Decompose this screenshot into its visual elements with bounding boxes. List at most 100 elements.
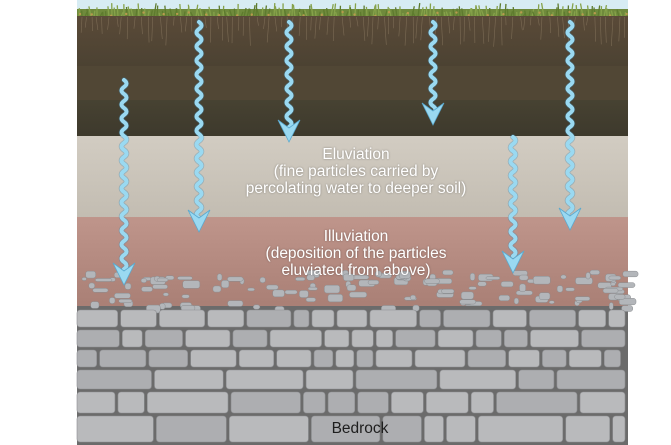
bedrock-stone: [530, 329, 579, 348]
grass-seed: [90, 13, 93, 16]
grass-blade: [135, 8, 138, 18]
root-strand: [180, 16, 183, 33]
pebble: [441, 288, 455, 294]
bedrock-stone: [565, 415, 610, 443]
pebble: [608, 275, 622, 281]
pebble: [90, 301, 100, 309]
eluviation-label: Eluviation (fine particles carried by pe…: [196, 146, 516, 197]
pebble: [410, 294, 417, 301]
root-strand: [151, 16, 153, 42]
root-strand: [349, 16, 351, 28]
water-arrow: [277, 19, 301, 143]
root-strand: [523, 16, 526, 30]
pebble: [614, 294, 626, 300]
grass-blade: [187, 4, 191, 18]
grass-seed: [568, 10, 571, 14]
root-strand: [326, 16, 329, 35]
grass-blade: [113, 7, 116, 18]
illuviation-title: Illuviation: [323, 228, 389, 245]
bedrock-stone: [156, 415, 227, 443]
grass-blade: [579, 3, 584, 18]
pebble: [460, 291, 474, 300]
bedrock-stone: [76, 349, 97, 368]
bedrock-stone: [76, 309, 118, 328]
bedrock-stone: [327, 391, 356, 414]
pebble: [519, 283, 526, 293]
grass-seed: [353, 13, 356, 16]
pebble: [621, 305, 633, 312]
grass-blade: [354, 3, 357, 18]
root-strand: [319, 16, 321, 30]
grass-blade: [537, 4, 540, 18]
pebble: [109, 297, 116, 304]
grass-blade: [540, 2, 545, 18]
bedrock-stones: [76, 309, 626, 443]
root-strand: [101, 16, 103, 34]
pebble: [162, 292, 169, 297]
root-strand: [493, 16, 496, 47]
pebble: [124, 282, 132, 290]
root-strand: [367, 16, 369, 37]
bedrock-stone: [382, 415, 422, 443]
water-arrow: [558, 19, 582, 231]
pebble: [485, 276, 501, 280]
root-strand: [226, 16, 229, 43]
grass-blade: [233, 8, 236, 18]
bedrock-stone: [120, 309, 157, 328]
bedrock-stone: [76, 369, 152, 390]
grass-blade: [156, 5, 159, 18]
pebble: [306, 274, 315, 281]
root-strand: [384, 16, 387, 45]
pebble: [618, 298, 637, 306]
root-strand: [95, 16, 99, 31]
bedrock-stone: [154, 369, 224, 390]
arrow-head: [112, 262, 136, 286]
pebble: [500, 281, 514, 288]
bedrock-stone: [305, 369, 354, 390]
bedrock-stone: [269, 329, 322, 348]
root-strand: [84, 16, 87, 28]
pebble: [327, 294, 344, 303]
bedrock-stone: [446, 415, 476, 443]
grass-seed: [267, 13, 270, 17]
grass-seed: [204, 13, 208, 16]
grass-seed: [581, 13, 584, 16]
grass-seed: [406, 11, 410, 15]
pebble: [324, 284, 341, 294]
bedrock-stone: [144, 329, 183, 348]
bedrock-stone: [351, 329, 374, 348]
pebble: [156, 277, 169, 282]
bedrock-stone: [117, 391, 145, 414]
eluviation-title: Eluviation: [322, 146, 390, 163]
bedrock-stone: [612, 415, 626, 443]
root-strand: [488, 16, 490, 42]
root-strand: [452, 16, 455, 31]
grass-blade: [365, 6, 368, 18]
grass-blade: [278, 7, 281, 18]
grass-seed: [187, 11, 190, 14]
pebble: [307, 286, 318, 291]
bedrock-stone: [369, 309, 417, 328]
bedrock-stone: [496, 391, 578, 414]
pebble: [585, 272, 591, 280]
root-strand: [420, 16, 423, 41]
bedrock-stone: [230, 391, 301, 414]
grass-blade: [137, 3, 140, 18]
root-strand: [557, 16, 560, 37]
bedrock-stone: [478, 415, 564, 443]
arrow-head: [501, 250, 525, 274]
bedrock-stone: [518, 369, 555, 390]
water-arrow: [421, 19, 445, 126]
pebble: [299, 290, 309, 298]
bedrock-stone: [99, 349, 147, 368]
bedrock-stone: [439, 369, 516, 390]
root-strand: [594, 16, 596, 42]
bedrock-stone: [579, 391, 626, 414]
pebble: [88, 282, 96, 289]
bedrock-stone: [357, 391, 389, 414]
pebble: [343, 273, 355, 282]
pebble: [259, 277, 266, 283]
pebble: [548, 300, 555, 305]
root-strand: [263, 16, 266, 29]
root-strand: [274, 16, 278, 32]
